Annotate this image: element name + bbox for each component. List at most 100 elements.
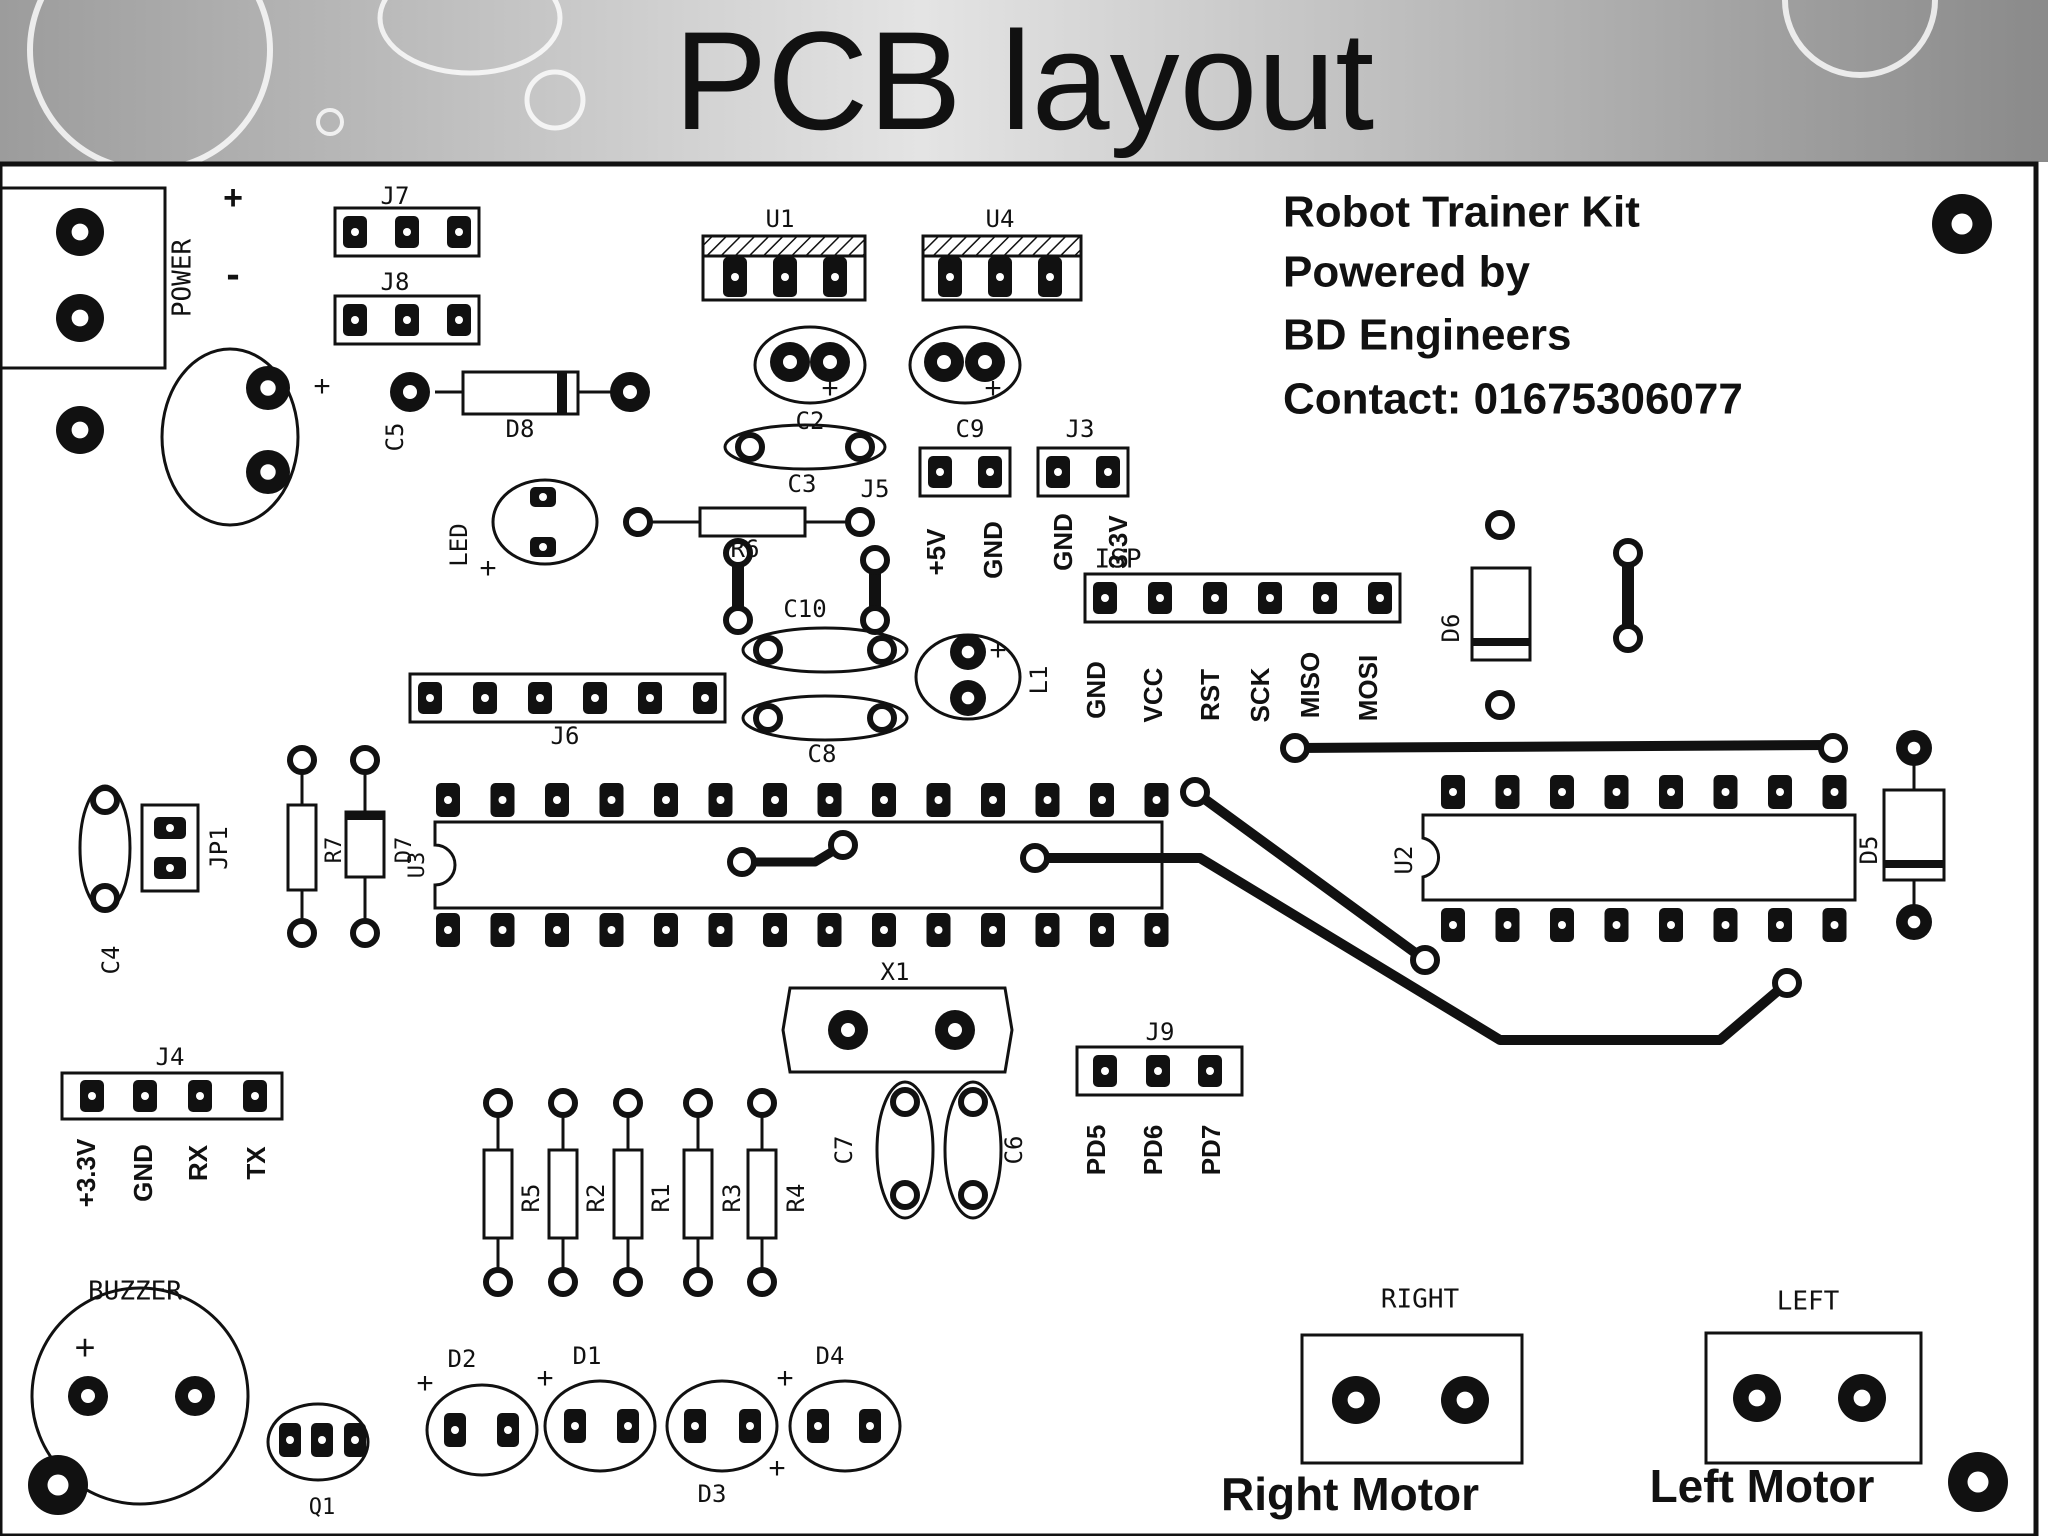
pad-hole xyxy=(251,1092,259,1100)
link-pad xyxy=(727,847,757,877)
label-MINUS: - xyxy=(226,253,239,297)
jumper-pad xyxy=(723,605,753,635)
pad-hole xyxy=(553,926,561,934)
pad-hole xyxy=(880,926,888,934)
pad-hole xyxy=(623,385,637,399)
pad-hole xyxy=(783,355,797,369)
pad-hole xyxy=(444,926,452,934)
led-d4-outline xyxy=(788,1379,902,1473)
resistor-pad xyxy=(683,1267,713,1297)
pad-hole xyxy=(498,926,507,934)
pad-hole xyxy=(1154,1067,1162,1075)
pad-hole xyxy=(351,228,359,236)
cap-c5-outline xyxy=(160,347,300,527)
d6-pad xyxy=(1485,510,1515,540)
label-U4: U4 xyxy=(986,205,1015,233)
label-D7: D7 xyxy=(392,837,417,864)
pad-hole xyxy=(1101,594,1109,602)
jumper-pad xyxy=(860,545,890,575)
jumper-pad xyxy=(1613,538,1643,568)
resistor-pad xyxy=(747,1267,777,1297)
u4-body xyxy=(921,254,1083,302)
trace-top-bus xyxy=(1290,740,1838,753)
label-C8: C8 xyxy=(808,740,837,768)
pad-hole xyxy=(662,926,670,934)
label-PD5: PD5 xyxy=(1081,1125,1111,1176)
label-U1: U1 xyxy=(766,205,795,233)
label-PLUS: + xyxy=(479,552,497,585)
pad-hole xyxy=(455,228,463,236)
led-d3-outline xyxy=(665,1379,779,1473)
pad-hole xyxy=(996,273,1004,281)
right-motor-connector xyxy=(1300,1333,1524,1465)
label-V33: 3.3V xyxy=(1103,515,1133,569)
pad-hole xyxy=(716,926,725,934)
label-U3: U3 xyxy=(405,852,430,879)
right-motor-caption: Right Motor xyxy=(1221,1468,1479,1520)
cap-c8-outline xyxy=(741,694,909,742)
pad-hole xyxy=(71,421,89,439)
pad-hole xyxy=(701,694,709,702)
label-PLUS: + xyxy=(313,370,331,403)
pad-hole xyxy=(746,1422,754,1430)
cap-c6-outline xyxy=(943,1080,1003,1220)
pad-hole xyxy=(426,694,434,702)
pad-hole xyxy=(1152,926,1161,934)
header-j8 xyxy=(333,294,481,346)
diode-d8-band xyxy=(557,372,567,414)
component-pads xyxy=(28,194,2008,1515)
c6-pad xyxy=(958,1087,988,1117)
pad-hole xyxy=(286,1436,294,1444)
label-C4: C4 xyxy=(97,946,125,975)
c7-pad xyxy=(890,1180,920,1210)
u1-heatsink xyxy=(701,234,867,258)
d7-pad xyxy=(350,745,380,775)
pad-hole xyxy=(934,926,943,934)
label-PLUS: + xyxy=(776,1362,794,1395)
c8-pad xyxy=(753,703,783,733)
label-D6: D6 xyxy=(1437,614,1465,643)
label-R6: R6 xyxy=(731,535,760,563)
pad-hole xyxy=(1853,1389,1871,1407)
label-PD6: PD6 xyxy=(1138,1125,1168,1176)
label-PLUS: + xyxy=(74,1327,95,1368)
power-connector-outline xyxy=(0,186,167,370)
link-pad xyxy=(828,830,858,860)
diode-d5-band xyxy=(1884,860,1944,868)
pad-hole xyxy=(1907,741,1921,755)
pad-hole xyxy=(716,796,725,804)
label-PLUS: + xyxy=(223,179,243,217)
led-d2-outline xyxy=(425,1383,539,1477)
pad-hole xyxy=(781,273,789,281)
pad-hole xyxy=(1046,273,1054,281)
d7-pad xyxy=(350,918,380,948)
label-MOSI: MOSI xyxy=(1353,655,1383,721)
label-D3: D3 xyxy=(698,1480,727,1508)
pad-hole xyxy=(948,1023,962,1037)
label-GND: GND xyxy=(978,521,1008,579)
pad-hole xyxy=(539,543,547,551)
c4-pad xyxy=(90,785,120,815)
label-R4: R4 xyxy=(782,1184,810,1213)
label-C3: C3 xyxy=(788,470,817,498)
pad-hole xyxy=(403,228,411,236)
pad-hole xyxy=(1449,921,1457,929)
label-GND: GND xyxy=(1048,513,1078,571)
pad-hole xyxy=(141,1092,149,1100)
pad-hole xyxy=(691,1422,699,1430)
pad-hole xyxy=(937,355,951,369)
diode-d6-band xyxy=(1472,638,1530,646)
pad-hole xyxy=(553,796,561,804)
pad-hole xyxy=(318,1436,326,1444)
pad-hole xyxy=(880,796,888,804)
label-PLUS: + xyxy=(536,1362,554,1395)
label-C6: C6 xyxy=(1000,1136,1028,1165)
label-D4: D4 xyxy=(816,1342,845,1370)
pad-hole xyxy=(260,380,276,396)
jumper-pad xyxy=(723,538,753,568)
cap-c10-outline xyxy=(741,626,909,674)
label-GND: GND xyxy=(1081,661,1111,719)
